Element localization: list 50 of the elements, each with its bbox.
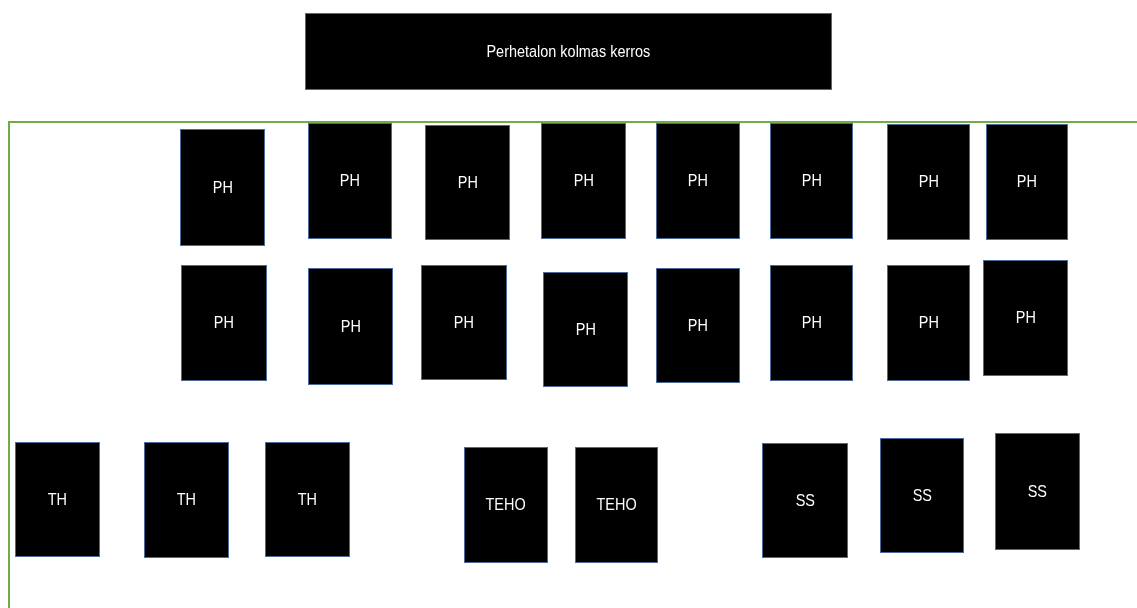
room-box [180,129,265,246]
room-box [181,265,267,381]
room-label: PH [1016,172,1038,192]
room-box [144,442,229,558]
room-box [543,272,628,387]
title-text: Perhetalon kolmas kerros [486,41,651,62]
room-label: TEHO [485,495,527,515]
room-label: PH [1015,308,1036,328]
room-label: PH [339,171,361,191]
room-box [656,268,740,383]
room-label: PH [918,172,939,192]
room-label: PH [687,171,709,191]
room-label: SS [912,485,932,506]
room-label: PH [212,177,233,198]
room-label: PH [575,319,596,340]
room-label: PH [457,172,478,193]
room-box [887,124,970,240]
room-box [421,265,507,380]
room-box [986,124,1068,240]
room-box [265,442,350,557]
room-box [770,123,853,239]
room-label: PH [573,171,594,191]
room-box [464,447,548,563]
room-box [308,123,392,239]
room-label: PH [687,315,709,336]
room-label: PH [801,313,822,333]
room-label: PH [340,316,361,337]
room-box [880,438,964,553]
room-box [575,447,658,563]
room-label: TH [47,489,68,510]
room-box [983,260,1068,376]
room-label: TEHO [596,495,637,515]
room-box [15,442,100,557]
room-label: SS [1027,481,1048,502]
room-box [656,123,740,239]
room-box [995,433,1080,550]
room-label: TH [297,489,318,510]
room-label: PH [918,313,939,333]
room-box [541,123,626,239]
room-label: PH [213,313,235,333]
room-box [425,125,510,240]
room-box [762,443,848,558]
title-box [305,13,832,90]
room-label: PH [801,171,822,191]
room-label: TH [176,490,197,510]
room-box [308,268,393,385]
room-box [770,265,853,381]
room-label: PH [453,312,475,333]
room-box [887,265,970,381]
room-label: SS [795,490,815,511]
